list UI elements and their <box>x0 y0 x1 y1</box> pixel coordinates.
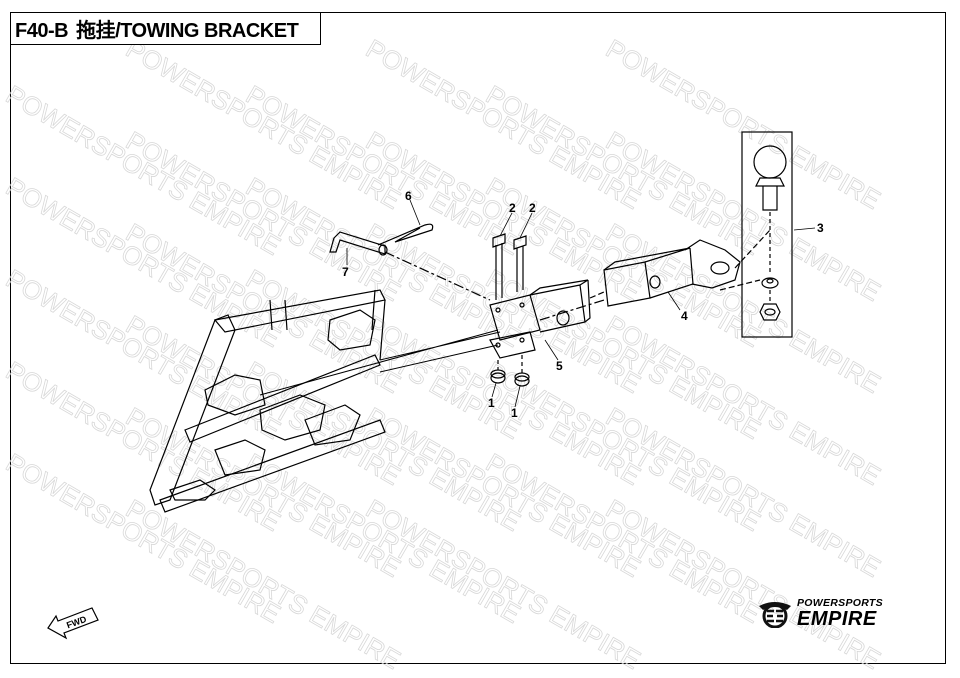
diagram-code: F40-B <box>15 20 69 42</box>
callout-6: 6 <box>405 189 412 203</box>
part-2-bolts <box>492 233 527 300</box>
diagram-frame <box>10 12 946 664</box>
callout-1b: 1 <box>511 406 518 420</box>
part-6-clip <box>377 223 434 246</box>
callout-2a: 2 <box>509 201 516 215</box>
centerline <box>384 251 491 301</box>
part-3-hitch-ball <box>719 131 793 338</box>
callout-4: 4 <box>681 309 688 323</box>
part-4-hitch-bar <box>589 239 741 307</box>
callout-2b: 2 <box>529 201 536 215</box>
part-1-nuts <box>490 355 530 387</box>
callout-7: 7 <box>342 265 349 279</box>
callout-5: 5 <box>556 359 563 373</box>
callout-1a: 1 <box>488 396 495 410</box>
vehicle-frame <box>149 289 501 513</box>
title-box: F40-B 拖挂/TOWING BRACKET <box>10 12 321 45</box>
logo-line1: POWERSPORTS <box>797 597 883 609</box>
logo-line2: EMPIRE <box>797 607 877 630</box>
empire-logo-icon <box>759 602 791 629</box>
callout-labels: 1 1 2 2 3 4 5 6 7 <box>342 189 824 420</box>
part-7-pin <box>329 231 388 256</box>
brand-logo: POWERSPORTS EMPIRE <box>757 598 883 629</box>
callout-3: 3 <box>817 221 824 235</box>
centerline-2 <box>539 299 605 321</box>
fwd-arrow-icon: FWD <box>47 607 99 640</box>
diagram-title: 拖挂/TOWING BRACKET <box>76 20 299 42</box>
part-5-bracket <box>489 279 591 359</box>
callout-leaders <box>346 199 816 408</box>
page-title: F40-B 拖挂/TOWING BRACKET <box>15 14 299 43</box>
